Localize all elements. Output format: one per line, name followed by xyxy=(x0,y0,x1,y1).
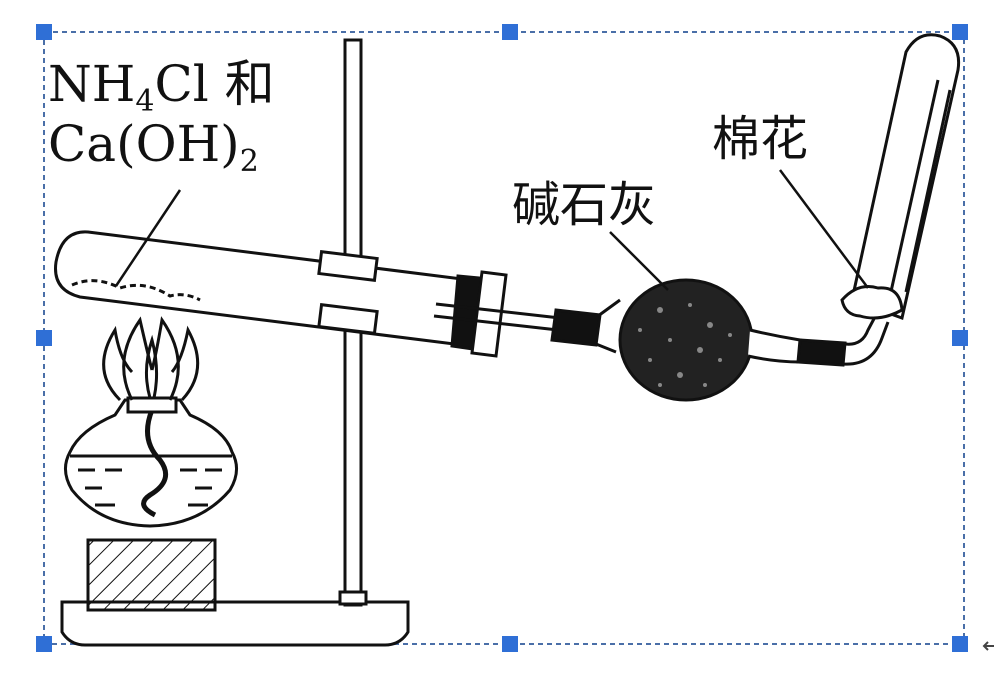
leader-lines xyxy=(114,169,870,291)
reagent-nh-subscript: 4 xyxy=(135,84,155,119)
drying-agent-label: 碱石灰 xyxy=(512,177,657,233)
reagent-cl-and: Cl 和 xyxy=(154,55,275,113)
drying-tube xyxy=(550,278,890,402)
reagent-label-line1: NH4Cl 和 xyxy=(48,55,275,119)
test-tube xyxy=(54,230,561,358)
reagent-caoh-subscript: 2 xyxy=(239,144,259,179)
arrow-left-icon xyxy=(982,641,994,651)
reagent-label-line2: Ca(OH)2 xyxy=(48,115,259,179)
support-block xyxy=(86,538,217,612)
flame xyxy=(102,316,200,402)
reagent-caoh: Ca(OH) xyxy=(48,115,240,173)
selection-handles[interactable] xyxy=(36,24,968,652)
reagent-nh: NH xyxy=(48,55,136,113)
cotton-label: 棉花 xyxy=(712,111,809,167)
alcohol-lamp xyxy=(64,396,238,528)
